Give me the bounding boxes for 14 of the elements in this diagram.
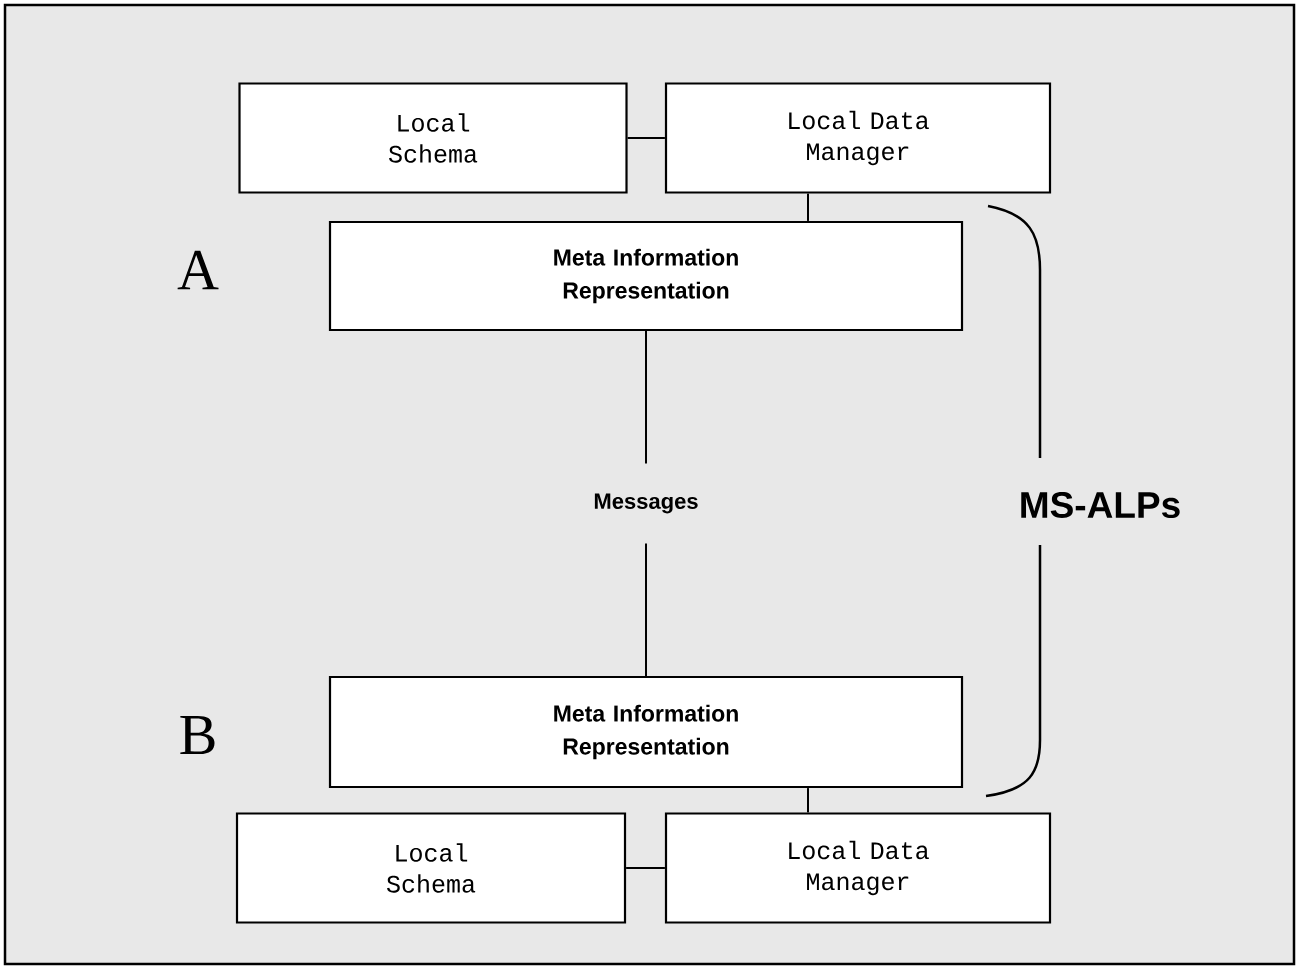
component-box: Local Data Manager — [664, 82, 1052, 194]
component-box: Local Schema — [238, 82, 628, 194]
connector-line — [807, 787, 809, 814]
connector-line — [807, 192, 809, 222]
connector-line — [626, 137, 666, 139]
component-box: Local Schema — [235, 812, 627, 924]
meta-box: Meta Information Representation — [328, 675, 964, 789]
connector-line — [625, 867, 666, 869]
section-letter: A — [177, 250, 219, 290]
section-letter: B — [180, 715, 215, 755]
component-box: Local Data Manager — [664, 812, 1052, 924]
bracket-label: MS-ALPs — [1021, 491, 1180, 519]
meta-box: Meta Information Representation — [328, 220, 964, 332]
edge-label: Messages — [589, 463, 703, 544]
